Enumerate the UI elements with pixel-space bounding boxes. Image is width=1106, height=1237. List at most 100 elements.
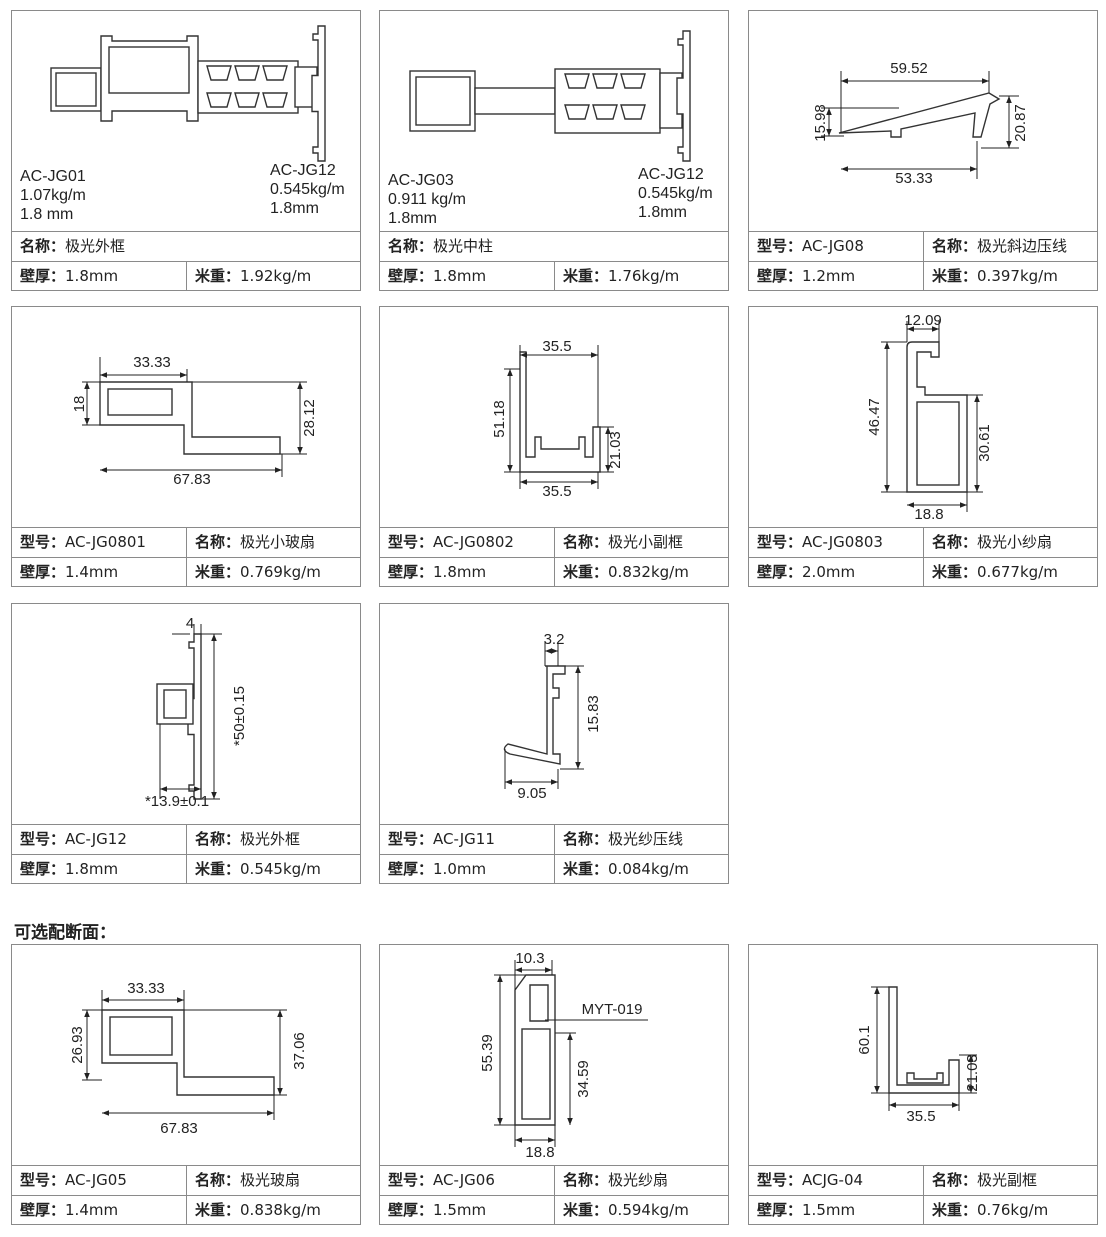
- profile-note: 0.545kg/m: [638, 185, 713, 202]
- spec-label: 型号：: [757, 533, 803, 551]
- spec-cell: 壁厚：1.8mm: [12, 855, 186, 884]
- dimension-label: 67.83: [160, 1120, 198, 1137]
- spec-label: 米重：: [932, 1201, 978, 1219]
- spec-cell: 型号：AC-JG0801: [12, 528, 186, 557]
- dimension-label: *50±0.15: [231, 686, 248, 746]
- spec-label: 名称：: [932, 237, 978, 255]
- spec-cell: 米重：0.084kg/m: [554, 855, 728, 884]
- spec-cell: 名称：极光玻扇: [186, 1166, 360, 1195]
- dimension-label: 55.39: [479, 1034, 496, 1072]
- dimension-label: 10.3: [515, 950, 544, 967]
- spec-value: AC-JG06: [433, 1171, 495, 1189]
- profile-shape: [503, 642, 584, 789]
- spec-label: 名称：: [563, 1171, 609, 1189]
- spec-value: 0.594kg/m: [608, 1201, 689, 1219]
- spec-cell: 型号：AC-JG08: [749, 232, 923, 261]
- spec-value: AC-JG05: [65, 1171, 127, 1189]
- profile-shape: [50, 25, 326, 162]
- spec-label: 型号：: [757, 237, 803, 255]
- spec-value: 1.0mm: [433, 860, 487, 878]
- spec-label: 壁厚：: [757, 563, 803, 581]
- profile-shape: [504, 345, 614, 489]
- spec-label: 名称：: [20, 237, 66, 255]
- spec-value: 1.76kg/m: [608, 267, 680, 285]
- spec-cell: 米重：0.397kg/m: [923, 262, 1097, 291]
- dimension-label: 37.06: [291, 1032, 308, 1070]
- profile-note: 1.8mm: [638, 204, 687, 221]
- profile-shape: [409, 30, 691, 162]
- dimension-label: 51.18: [491, 400, 508, 438]
- spec-cell: 米重：0.677kg/m: [923, 558, 1097, 587]
- spec-value: 1.5mm: [802, 1201, 856, 1219]
- profile-note: 1.8mm: [388, 210, 437, 227]
- spec-label: 米重：: [195, 860, 241, 878]
- spec-label: 壁厚：: [20, 860, 66, 878]
- dimension-label: MYT-019: [582, 1001, 643, 1018]
- spec-cell: 米重：1.76kg/m: [554, 262, 728, 291]
- spec-cell: 米重：1.92kg/m: [186, 262, 360, 291]
- spec-label: 壁厚：: [388, 267, 434, 285]
- spec-value: 0.769kg/m: [240, 563, 321, 581]
- dimension-label: *13.9±0.1: [145, 793, 209, 810]
- spec-cell: 壁厚：1.8mm: [12, 262, 186, 291]
- profile-shape: [82, 990, 287, 1120]
- dimension-label: 21.03: [964, 1054, 981, 1092]
- dimension-label: 60.1: [856, 1025, 873, 1054]
- spec-label: 名称：: [195, 1171, 241, 1189]
- spec-value: AC-JG0803: [802, 533, 883, 551]
- spec-label: 壁厚：: [388, 563, 434, 581]
- spec-value: 极光斜边压线: [977, 237, 1068, 255]
- spec-value: ACJG-04: [802, 1171, 864, 1189]
- spec-value: 0.084kg/m: [608, 860, 689, 878]
- dimension-label: 33.33: [127, 980, 165, 997]
- profile-note: AC-JG01: [20, 168, 86, 185]
- spec-label: 米重：: [932, 563, 978, 581]
- spec-cell: 米重：0.769kg/m: [186, 558, 360, 587]
- spec-label: 米重：: [563, 267, 609, 285]
- spec-value: 2.0mm: [802, 563, 856, 581]
- spec-row-weight: 壁厚：2.0mm 米重：0.677kg/m: [749, 557, 1097, 587]
- profile-shape: [881, 321, 983, 512]
- spec-label: 米重：: [195, 267, 241, 285]
- spec-value: 极光外框: [240, 830, 301, 848]
- spec-cell: 米重：0.838kg/m: [186, 1196, 360, 1225]
- profile-shape: [821, 71, 1019, 179]
- spec-label: 壁厚：: [757, 267, 803, 285]
- dimension-label: 15.83: [585, 695, 602, 733]
- spec-label: 型号：: [20, 830, 66, 848]
- spec-value: 极光小副框: [608, 533, 684, 551]
- spec-value: 0.838kg/m: [240, 1201, 321, 1219]
- spec-label: 名称：: [932, 1171, 978, 1189]
- spec-cell: 米重：0.545kg/m: [186, 855, 360, 884]
- profile-note: 0.545kg/m: [270, 181, 345, 198]
- profile-note: AC-JG12: [270, 162, 336, 179]
- profile-shape: [156, 624, 222, 800]
- spec-cell: 壁厚：1.8mm: [380, 262, 554, 291]
- spec-cell: 米重：0.594kg/m: [554, 1196, 728, 1225]
- spec-value: 1.5mm: [433, 1201, 487, 1219]
- dimension-label: 46.47: [866, 398, 883, 436]
- spec-value: 1.8mm: [65, 860, 119, 878]
- spec-value: 1.4mm: [65, 1201, 119, 1219]
- spec-value: 0.397kg/m: [977, 267, 1058, 285]
- spec-cell: 壁厚：1.5mm: [380, 1196, 554, 1225]
- dimension-label: 30.61: [976, 424, 993, 462]
- spec-value: 1.92kg/m: [240, 267, 312, 285]
- spec-label: 名称：: [388, 237, 434, 255]
- dimension-label: 18.8: [914, 506, 943, 523]
- spec-label: 米重：: [563, 563, 609, 581]
